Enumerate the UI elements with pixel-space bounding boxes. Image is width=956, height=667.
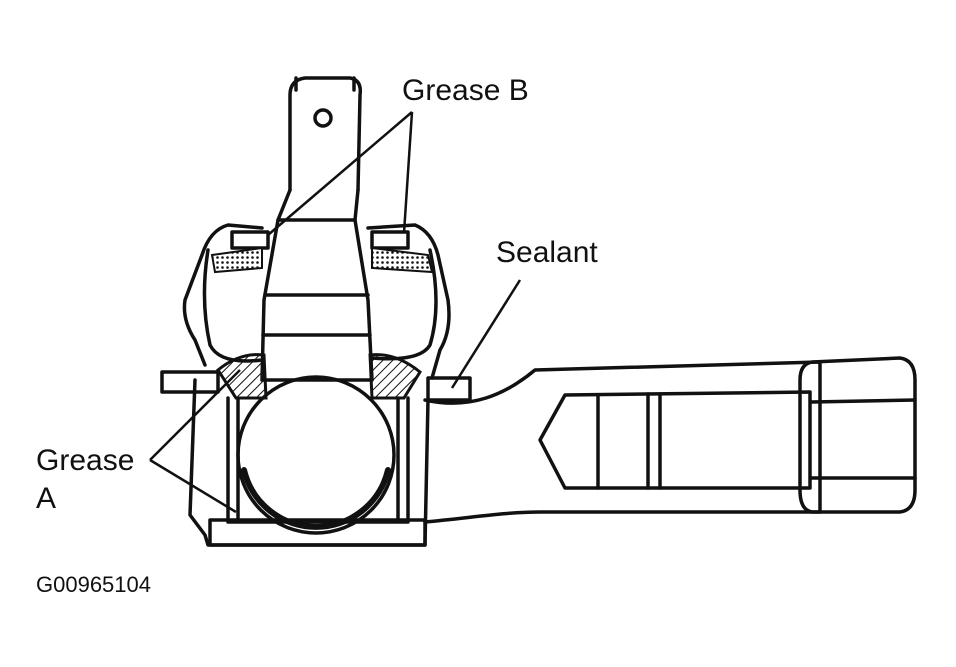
left-retaining-clip — [230, 230, 270, 250]
label-grease-a-line2: A — [36, 482, 56, 515]
arm-outline — [423, 360, 822, 524]
leader-grease-b-left — [267, 111, 413, 236]
cotter-pin-hole — [313, 108, 333, 128]
stud-top — [288, 76, 363, 192]
stud-shaft — [260, 218, 374, 382]
label-grease-a-line1: Grease — [36, 444, 134, 477]
label-grease-b: Grease B — [402, 74, 529, 107]
lock-nut — [798, 356, 917, 514]
upper-seat-right — [368, 353, 422, 400]
leader-grease-b-right — [402, 111, 414, 234]
leader-sealant — [450, 279, 522, 389]
dust-boot-left — [182, 223, 264, 367]
bearing-seat — [226, 396, 410, 524]
ball-stud-ball — [236, 375, 396, 535]
right-retaining-clip — [370, 230, 410, 250]
upper-seat-left — [216, 353, 268, 400]
figure-id: G00965104 — [36, 572, 151, 597]
leader-grease-a-lower — [149, 458, 237, 514]
threaded-rod — [538, 390, 812, 490]
left-flange — [160, 370, 220, 394]
boot-fill-left — [210, 246, 263, 274]
dust-boot-right — [366, 223, 451, 380]
right-flange — [426, 376, 472, 402]
boot-fill-right — [371, 246, 434, 274]
leader-grease-a-upper — [149, 369, 241, 461]
label-sealant: Sealant — [496, 236, 598, 269]
